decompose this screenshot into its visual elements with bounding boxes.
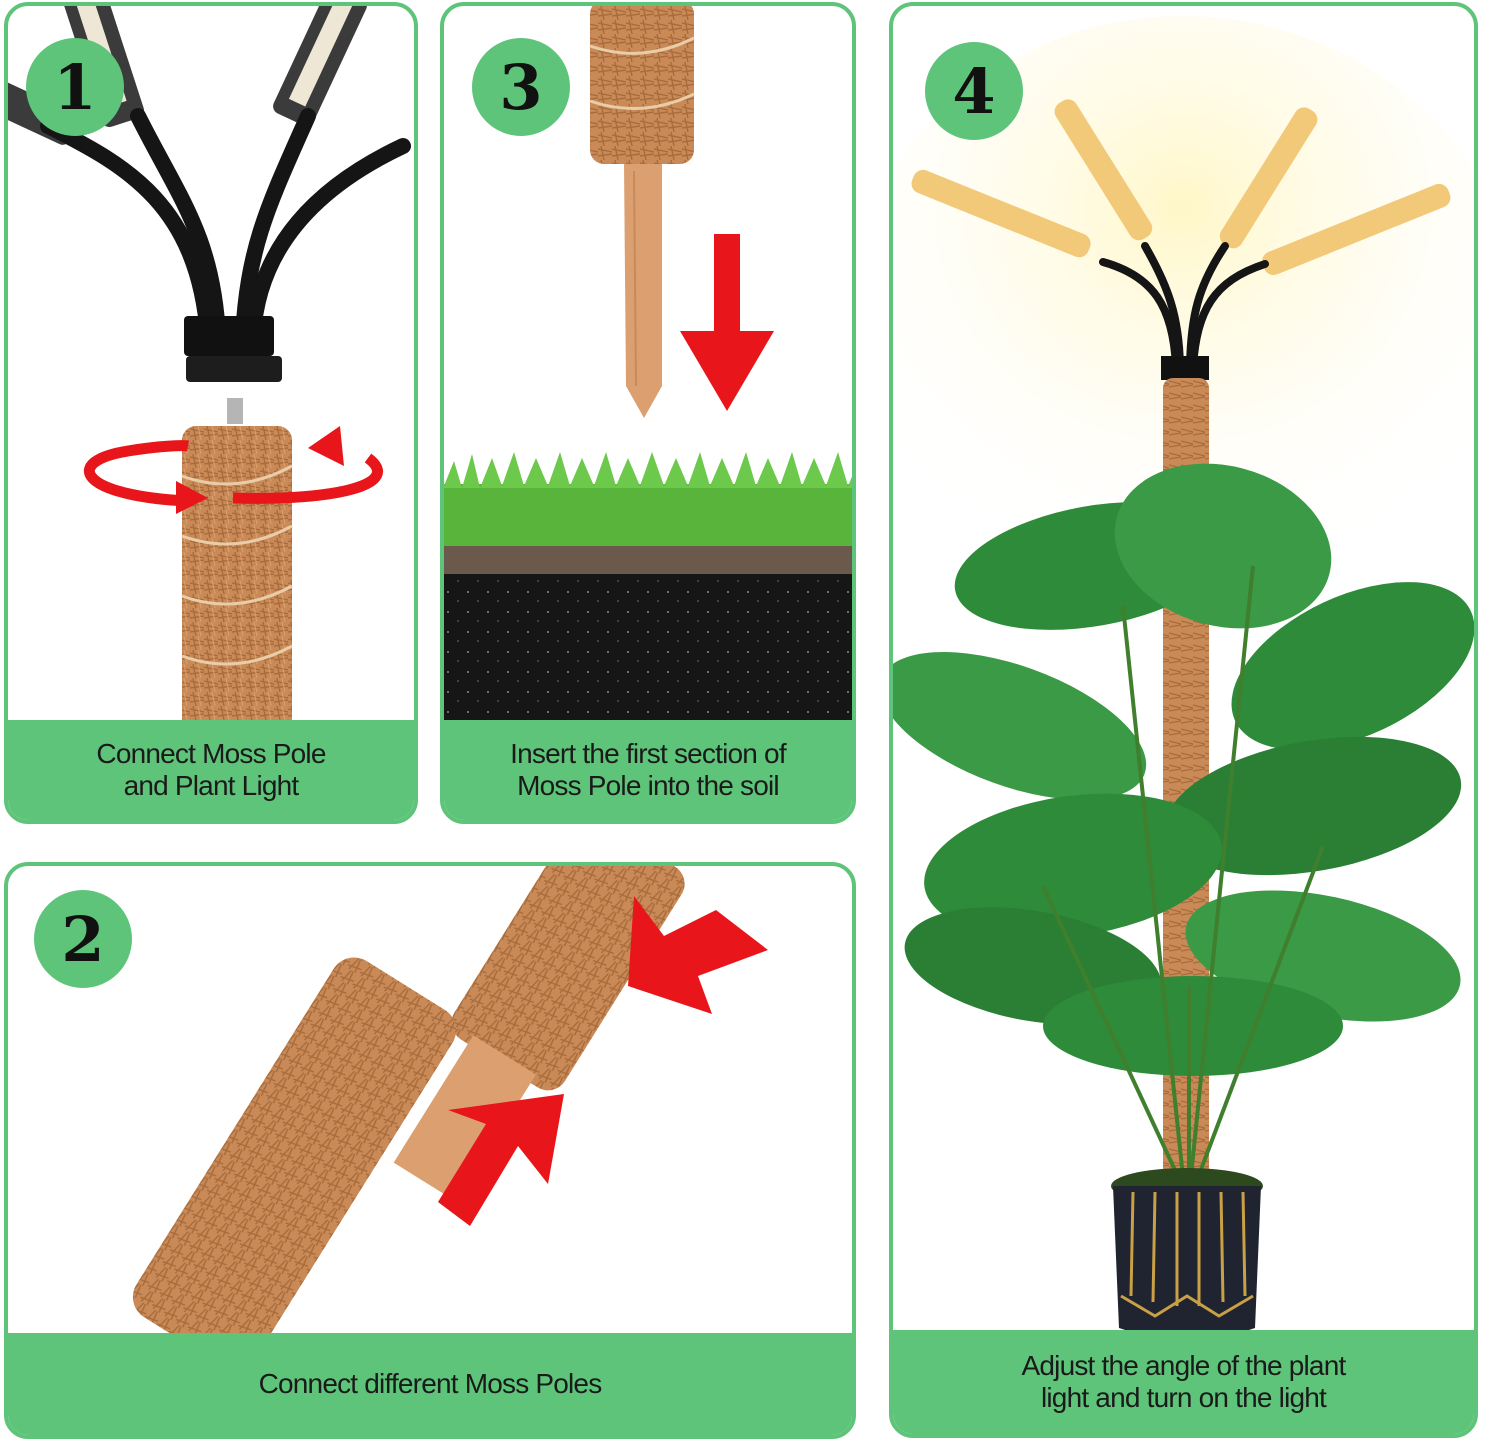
light-base (1161, 356, 1209, 380)
light-base (184, 316, 274, 356)
step-2-caption: Connect different Moss Poles (8, 1333, 852, 1435)
plant-pot (1113, 1186, 1261, 1340)
moss-pole-lower (132, 957, 457, 1370)
soil-top (444, 546, 852, 576)
moss-pole (590, 6, 694, 164)
step-3-badge: 3 (472, 38, 570, 136)
step-2-badge: 2 (34, 890, 132, 988)
gooseneck-arms (1099, 242, 1269, 370)
converging-arrows-icon (438, 1094, 564, 1226)
rotate-arrows-icon (83, 426, 383, 514)
moss-pole-upper (393, 866, 685, 1202)
converging-arrows-icon (628, 896, 768, 1014)
step-1-caption: Connect Moss Pole and Plant Light (8, 720, 414, 820)
step-2-panel: 2 Connect different Moss Poles (4, 862, 856, 1439)
step-1-badge: 1 (26, 38, 124, 136)
soil (444, 574, 852, 728)
wooden-stake (624, 164, 662, 418)
down-arrow-icon (680, 234, 774, 411)
gooseneck-arms (40, 108, 411, 344)
step-4-caption: Adjust the angle of the plant light and … (893, 1330, 1474, 1434)
step-2-illustration (132, 866, 768, 1370)
light-glow (893, 16, 1474, 656)
step-4-badge: 4 (925, 42, 1023, 140)
step-3-caption: Insert the first section of Moss Pole in… (444, 720, 852, 820)
step-4-illustration (893, 16, 1474, 1340)
step-3-panel: 3 Insert the first section of Moss Pole … (440, 2, 856, 824)
grass (444, 452, 852, 546)
light-bar (911, 99, 1451, 276)
step-4-panel: 4 Adjust the angle of the plant light an… (889, 2, 1478, 1438)
step-3-illustration (444, 6, 852, 728)
step-1-illustration (8, 6, 411, 736)
step-1-panel: 1 Connect Moss Pole and Plant Light (4, 2, 418, 824)
